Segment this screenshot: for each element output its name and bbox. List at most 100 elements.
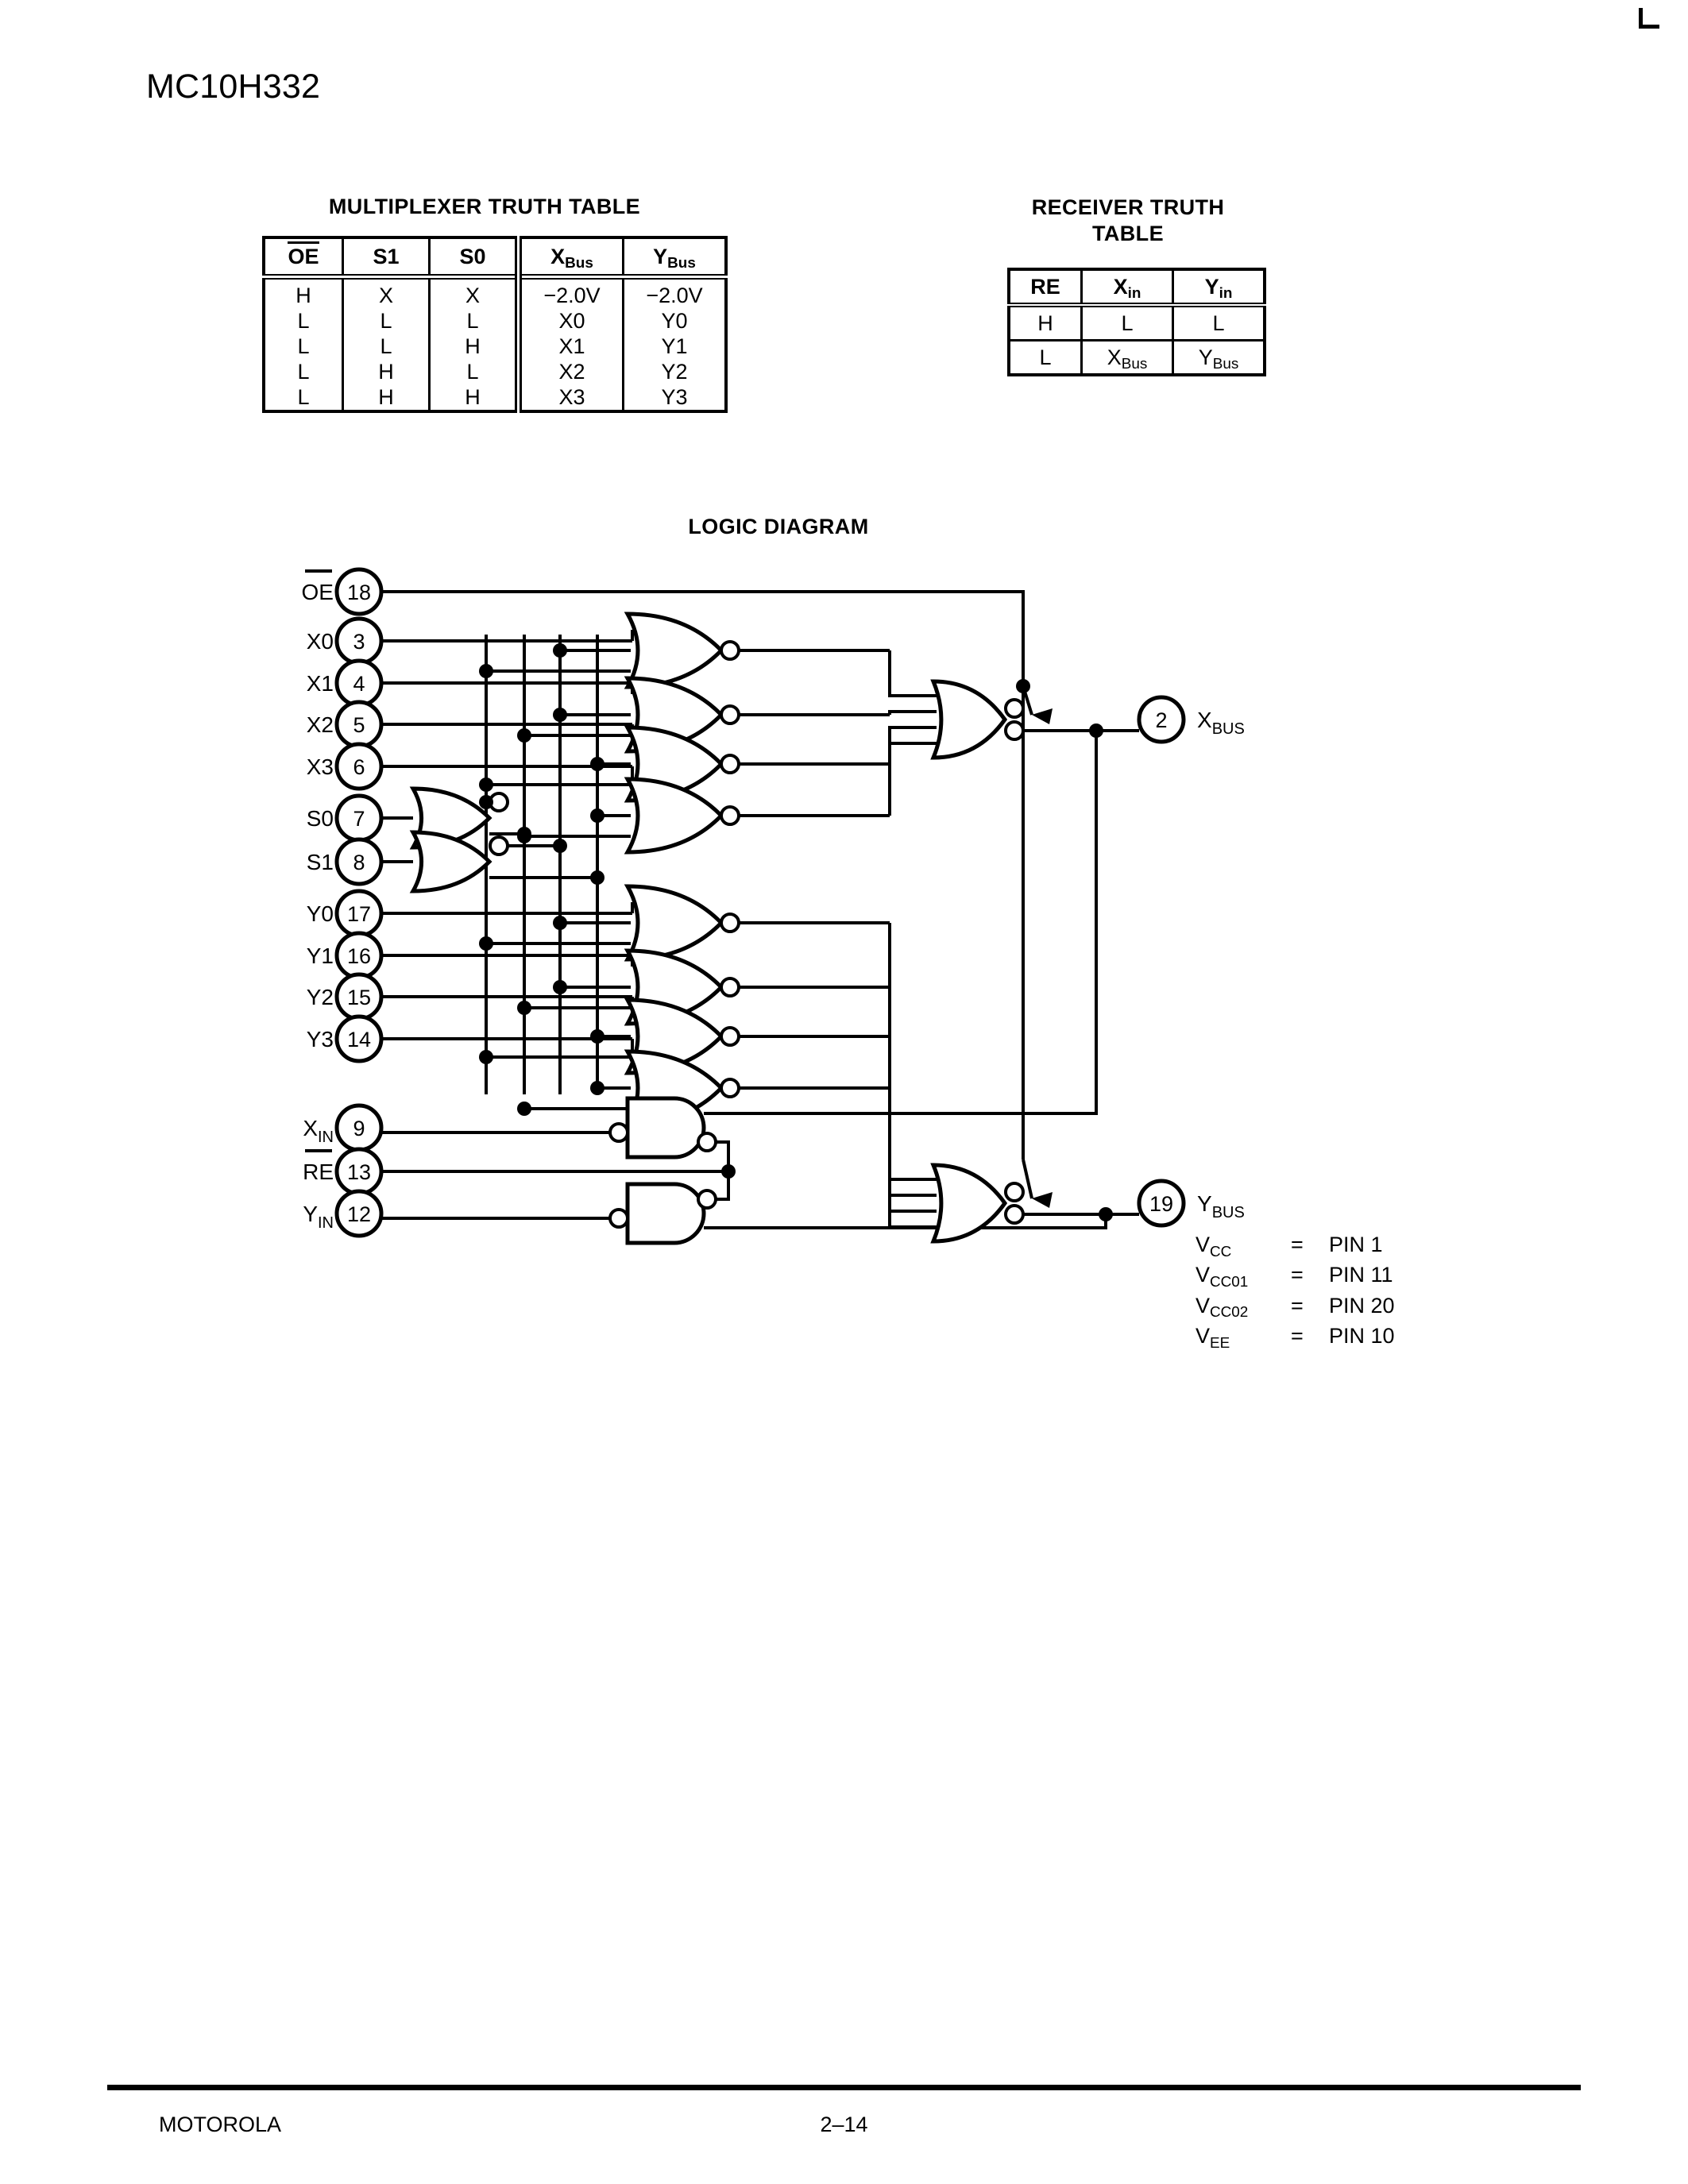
nor-gate-x0-icon	[624, 612, 724, 689]
table-cell: L	[1080, 305, 1173, 341]
nor-gate-s1-icon	[409, 830, 492, 893]
page-title: MC10H332	[146, 68, 321, 106]
wire-nor-to-or-y1	[888, 987, 937, 1197]
junction-dot	[553, 839, 567, 853]
inverting-bubble-icon	[489, 835, 509, 856]
wire-oe-trunk	[381, 590, 1025, 1160]
table-cell: X0	[515, 308, 624, 334]
mux-header-oe: OE	[262, 236, 343, 277]
footer-page-number: 2–14	[820, 2113, 868, 2136]
input-pin-number: 8	[353, 851, 365, 874]
power-pin-row: VEE=PIN 10	[1196, 1321, 1395, 1352]
junction-dot	[590, 808, 605, 823]
and-gate-xin-icon	[625, 1096, 706, 1160]
junction-dot	[517, 1102, 531, 1116]
table-cell: X3	[515, 384, 624, 413]
input-pin-number: 16	[347, 944, 371, 968]
inverting-bubble-icon	[720, 805, 740, 826]
input-signal-label-y0: Y0	[307, 901, 334, 926]
input-signal-label-y-in: YIN	[303, 1202, 334, 1232]
input-signal-label-x2: X2	[307, 712, 334, 737]
input-pin-number: 3	[353, 630, 365, 654]
junction-dot	[553, 643, 567, 658]
footer-company: MOTOROLA	[159, 2113, 282, 2136]
input-signal-label-y3: Y3	[307, 1027, 334, 1051]
wire-receiver-x-to-xbus	[704, 731, 1098, 1115]
junction-dot	[590, 1081, 605, 1095]
input-pin-circle-18	[334, 567, 384, 616]
table-cell: Y1	[622, 334, 728, 359]
output-pin-number: 2	[1155, 708, 1167, 732]
inverting-bubble-icon	[1004, 1204, 1025, 1225]
inverting-bubble-icon	[720, 977, 740, 997]
output-pin-circle-2	[1137, 695, 1186, 744]
junction-dot	[590, 1029, 605, 1044]
wire-nor-to-or-y3	[888, 1088, 937, 1229]
inverting-bubble-icon	[1004, 720, 1025, 741]
power-pin-name: VCC01	[1196, 1263, 1249, 1291]
crop-mark-vertical	[1639, 8, 1643, 29]
diagram-gates	[409, 612, 1053, 1245]
table-cell: −2.0V	[622, 274, 728, 308]
power-pin-name: VEE	[1196, 1323, 1230, 1352]
table-cell: H	[428, 384, 519, 413]
table-cell: H	[342, 359, 430, 384]
junction-dot	[479, 778, 493, 792]
input-signal-label-x1: X1	[307, 671, 334, 696]
and-gate-yin-icon	[625, 1182, 706, 1245]
power-pin-equals: =	[1291, 1233, 1304, 1256]
logic-diagram: 18OE3X04X15X26X37S08S117Y016Y115Y214Y39X…	[302, 567, 1245, 1245]
table-cell: Y0	[622, 308, 728, 334]
mux-header-x: XBus	[515, 236, 624, 277]
wire-nor-to-or-x2	[888, 726, 937, 764]
input-signal-label-x0: X0	[307, 629, 334, 654]
table-cell: L	[262, 384, 343, 413]
table-cell: Y3	[622, 384, 728, 413]
input-pin-number: 12	[347, 1202, 371, 1226]
mux-header-y: YBus	[622, 236, 728, 277]
wire-nor-to-or-x0	[888, 650, 937, 697]
table-cell: L	[1007, 340, 1082, 376]
table-cell: X	[428, 274, 519, 308]
inverting-bubble-icon	[720, 640, 740, 661]
table-cell: XBus	[1080, 340, 1173, 376]
input-pin-circle-8	[334, 837, 384, 886]
mux-header-s1: S1	[342, 236, 430, 277]
nor-gate-y0-icon	[624, 884, 724, 962]
diagram-signal-labels: 18OE3X04X15X26X37S08S117Y016Y115Y214Y39X…	[302, 580, 1245, 1232]
input-pin-circle-12	[334, 1189, 384, 1238]
power-pin-number: PIN 11	[1329, 1263, 1393, 1287]
junction-dot	[479, 664, 493, 678]
wire-oe-to-ygate	[1022, 1159, 1033, 1199]
input-pin-number: 5	[353, 713, 365, 737]
junction-dot	[553, 916, 567, 930]
input-pin-number: 7	[353, 807, 365, 831]
power-pin-equals: =	[1291, 1293, 1304, 1318]
input-pin-circle-14	[334, 1014, 384, 1063]
wire-nor-to-or-y2	[888, 1036, 937, 1213]
table-cell: L	[262, 359, 343, 384]
nor-gate-x3-icon	[624, 777, 724, 855]
input-pin-circle-6	[334, 742, 384, 791]
input-signal-label-s0: S0	[307, 806, 334, 831]
table-cell: X	[342, 274, 430, 308]
wire-nor-to-or-x3	[888, 742, 937, 816]
receiver-header-re: RE	[1007, 268, 1082, 307]
crop-mark	[1639, 8, 1659, 29]
or-gate-x-output-icon	[930, 679, 1008, 760]
output-pin-number: 19	[1149, 1192, 1173, 1216]
table-cell: X1	[515, 334, 624, 359]
inverting-bubble-icon	[720, 754, 740, 774]
inverting-bubble-icon	[720, 704, 740, 725]
wire-re-to-xgate	[716, 1140, 730, 1171]
table-cell: H	[1007, 305, 1082, 341]
receiver-header-x: Xin	[1080, 268, 1173, 307]
power-pin-row: VCC=PIN 1	[1196, 1229, 1395, 1260]
input-pin-number: 13	[347, 1160, 371, 1184]
input-pin-number: 4	[353, 672, 365, 696]
